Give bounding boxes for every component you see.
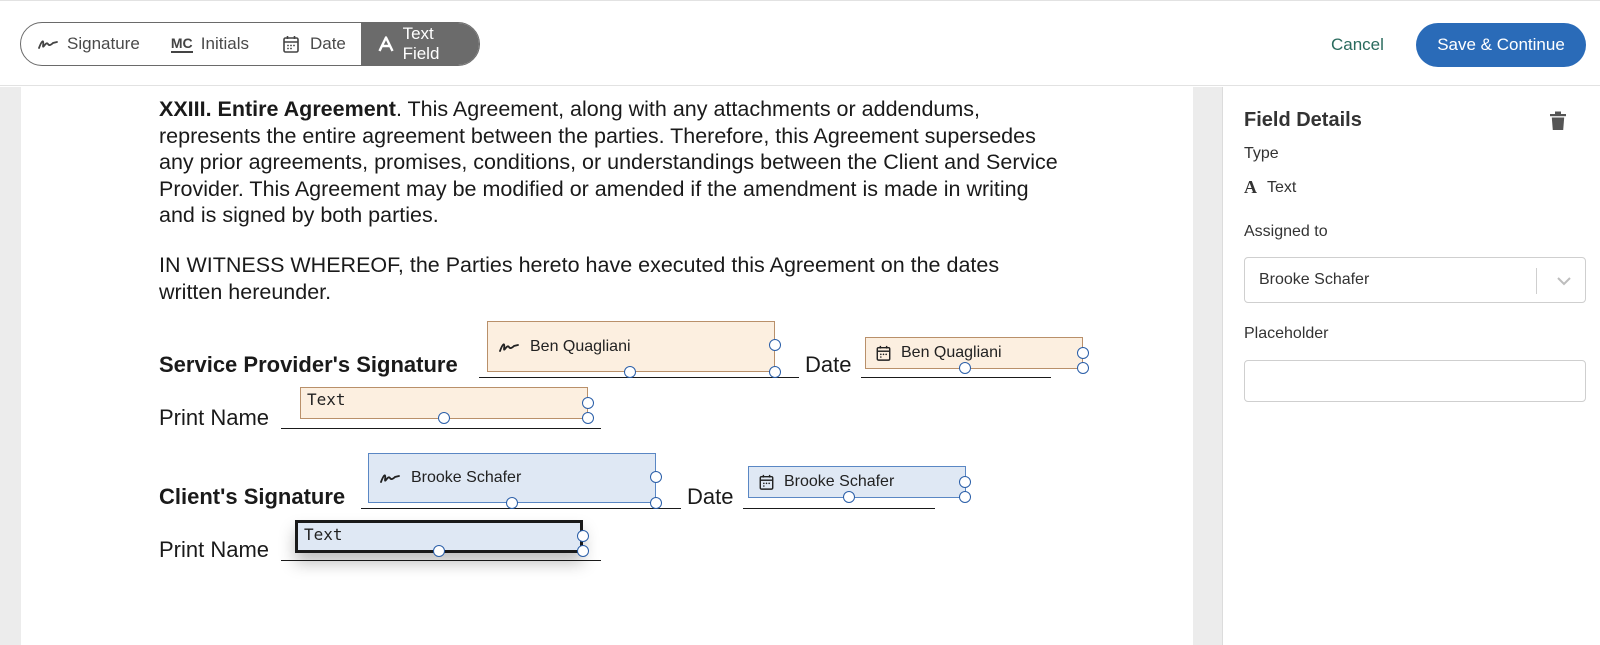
calendar-icon (759, 474, 774, 490)
witness-paragraph: IN WITNESS WHEREOF, the Parties hereto h… (159, 253, 1000, 304)
cancel-button[interactable]: Cancel (1331, 35, 1384, 54)
initials-icon: MC (170, 35, 193, 53)
tool-date-label: Date (309, 34, 346, 53)
resize-handle[interactable] (1077, 362, 1089, 374)
field-type-toolbar: Signature MC Initials Date Text Field (20, 22, 480, 66)
client-date-field[interactable]: Brooke Schafer (748, 466, 966, 498)
client-date-assignee: Brooke Schafer (784, 473, 895, 490)
resize-handle[interactable] (769, 339, 781, 351)
placeholder-input[interactable] (1244, 360, 1586, 402)
resize-handle[interactable] (843, 491, 855, 503)
provider-text-field-label: Text (307, 390, 346, 409)
provider-signature-assignee: Ben Quagliani (530, 337, 631, 355)
provider-date-line (861, 377, 1051, 378)
calendar-icon (876, 345, 891, 361)
field-details-panel: Field Details Type A Text Assigned to Br… (1222, 87, 1600, 645)
signature-icon (498, 339, 520, 355)
section-body: . This Agreement, along with any attachm… (159, 97, 1058, 227)
tool-initials[interactable]: MC Initials (155, 23, 264, 65)
resize-handle[interactable] (959, 476, 971, 488)
type-value: A Text (1244, 177, 1296, 198)
provider-signature-line (479, 377, 799, 378)
document-canvas[interactable]: XXIII. Entire Agreement. This Agreement,… (0, 87, 1222, 645)
resize-handle[interactable] (582, 397, 594, 409)
client-date-label: Date (687, 484, 734, 509)
text-type-icon: A (1244, 177, 1257, 197)
client-print-name-line (281, 560, 601, 561)
resize-handle[interactable] (1077, 347, 1089, 359)
client-signature-label: Client's Signature (159, 484, 346, 509)
section-heading: XXIII. Entire Agreement (159, 97, 396, 121)
resize-handle[interactable] (506, 497, 518, 509)
tool-initials-label: Initials (200, 34, 249, 53)
client-signature-assignee: Brooke Schafer (411, 469, 522, 486)
resize-handle[interactable] (582, 412, 594, 424)
provider-date-field[interactable]: Ben Quagliani (865, 337, 1083, 369)
resize-handle[interactable] (769, 366, 781, 378)
document-page: XXIII. Entire Agreement. This Agreement,… (21, 87, 1193, 645)
resize-handle[interactable] (959, 362, 971, 374)
client-text-field-label: Text (304, 525, 343, 544)
provider-print-name-label: Print Name (159, 405, 270, 430)
panel-title: Field Details (1244, 109, 1362, 131)
resize-handle[interactable] (577, 530, 589, 542)
client-print-name-label: Print Name (159, 537, 270, 562)
tool-signature-label: Signature (67, 34, 140, 53)
tool-signature[interactable]: Signature (21, 23, 155, 65)
entire-agreement-paragraph: XXIII. Entire Agreement. This Agreement,… (159, 96, 1059, 229)
provider-date-assignee: Ben Quagliani (901, 344, 1002, 361)
type-label: Type (1244, 145, 1279, 162)
save-and-continue-button[interactable]: Save & Continue (1416, 23, 1586, 67)
provider-signature-label: Service Provider's Signature (159, 352, 458, 377)
tool-text-field-label: Text Field (402, 24, 440, 63)
trash-icon[interactable] (1549, 111, 1567, 131)
assigned-to-value: Brooke Schafer (1259, 271, 1370, 288)
assigned-to-label: Assigned to (1244, 223, 1328, 240)
text-field-icon (377, 33, 395, 55)
signature-icon (379, 470, 401, 486)
initials-glyph: MC (170, 35, 193, 51)
top-toolbar: Signature MC Initials Date Text Field Ca… (0, 0, 1600, 86)
resize-handle[interactable] (650, 497, 662, 509)
resize-handle[interactable] (438, 412, 450, 424)
resize-handle[interactable] (624, 366, 636, 378)
tool-text-field[interactable]: Text Field (360, 23, 479, 65)
chevron-down-icon[interactable] (1555, 272, 1573, 295)
calendar-icon (280, 33, 302, 55)
provider-print-name-line (281, 428, 601, 429)
placeholder-label: Placeholder (1244, 325, 1329, 342)
resize-handle[interactable] (577, 545, 589, 557)
resize-handle[interactable] (650, 471, 662, 483)
provider-date-label: Date (805, 352, 852, 377)
client-signature-line (361, 508, 681, 509)
tool-date[interactable]: Date (264, 23, 361, 65)
select-divider (1536, 268, 1537, 294)
resize-handle[interactable] (959, 491, 971, 503)
provider-signature-field[interactable]: Ben Quagliani (487, 321, 775, 372)
client-signature-field[interactable]: Brooke Schafer (368, 453, 656, 503)
assigned-to-select[interactable]: Brooke Schafer (1244, 257, 1586, 303)
client-date-line (743, 508, 935, 509)
resize-handle[interactable] (433, 545, 445, 557)
signature-icon (37, 33, 59, 55)
type-value-text: Text (1267, 178, 1297, 196)
